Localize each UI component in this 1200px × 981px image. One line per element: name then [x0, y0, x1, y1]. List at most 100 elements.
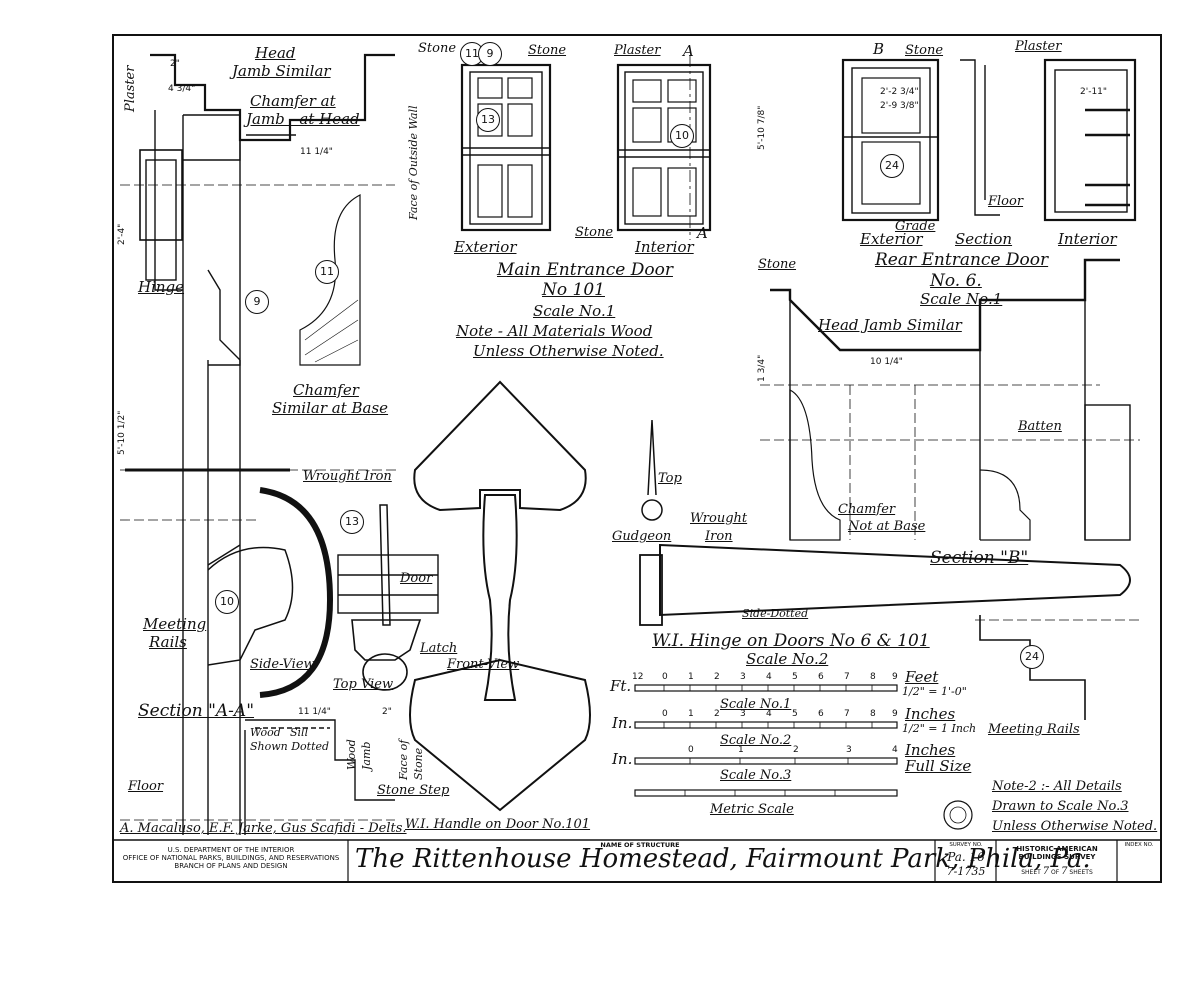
- wood-sill-label: Wood: [250, 726, 281, 739]
- scale-tick: 7: [844, 672, 850, 682]
- scale-1-label: Scale No.1: [720, 697, 792, 712]
- scale-metric-label: Metric Scale: [710, 802, 794, 817]
- section-b-batten: Batten: [1018, 419, 1062, 434]
- rear-door-stone: Stone: [905, 43, 944, 58]
- scale-tick: 0: [662, 672, 668, 682]
- section-b-chamfer-2: Not at Base: [848, 519, 926, 534]
- chamfer-base-label-2: Similar at Base: [272, 399, 389, 417]
- scale-tick: 8: [870, 672, 876, 682]
- scale-full-tick: 0: [688, 745, 694, 755]
- scale-tick: 2: [714, 672, 720, 682]
- title-block-agency: U.S. DEPARTMENT OF THE INTERIOR OFFICE O…: [116, 846, 346, 870]
- hinge-title: W.I. Hinge on Doors No 6 & 101: [652, 631, 930, 651]
- ref-circle-11b: 11: [315, 260, 339, 284]
- rear-door-grade: Grade: [895, 219, 936, 234]
- side-view-label: Side-View: [250, 657, 315, 672]
- scale-in-label: In.: [612, 714, 633, 732]
- rear-door-plaster: Plaster: [1015, 39, 1062, 54]
- scale-in-tick: 3: [740, 709, 746, 719]
- scale-full-size-label: Full Size: [905, 757, 972, 775]
- wood-sill-label-2: Sill: [290, 726, 309, 739]
- rear-door-scale: Scale No.1: [920, 290, 1003, 308]
- rear-door-interior: Interior: [1058, 230, 1117, 248]
- ref-circle-13b: 13: [340, 510, 364, 534]
- section-b-title: Section "B": [930, 548, 1029, 568]
- main-door-stone: Stone: [528, 43, 567, 58]
- section-mark-a2: A: [697, 224, 708, 242]
- main-door-title: Main Entrance Door: [497, 260, 673, 280]
- ref-circle-24: 24: [880, 154, 904, 178]
- main-door-interior: Interior: [635, 238, 694, 256]
- scale-tick: 5: [792, 672, 798, 682]
- agency-line-3: BRANCH OF PLANS AND DESIGN: [174, 862, 288, 871]
- section-b-head-jamb: Head Jamb Similar: [818, 316, 962, 334]
- dim-5-10-12: 5'-10 1/2": [117, 410, 127, 455]
- hinge-top-label: Top: [658, 471, 682, 486]
- scale-in-tick: 7: [844, 709, 850, 719]
- dim-4-34: 4 3/4": [168, 84, 196, 94]
- ref-circle-24b: 24: [1020, 645, 1044, 669]
- dim-11-14b: 11 1/4": [298, 707, 331, 717]
- hinge-iron-label: Iron: [705, 529, 733, 544]
- of-label: OF: [1051, 869, 1060, 876]
- agency-line-2: OFFICE OF NATIONAL PARKS, BUILDINGS, AND…: [122, 854, 340, 863]
- hinge-label: Hinge: [138, 278, 185, 296]
- face-of-stone-label: Face of: [397, 739, 410, 780]
- hinge-wrought-label: Wrought: [690, 511, 748, 526]
- dim-5-10-78: 5'-10 7/8": [757, 105, 767, 150]
- sheet-count: SHEET 7 OF 7 SHEETS: [998, 866, 1116, 878]
- section-b-meeting-rails: Meeting Rails: [988, 722, 1080, 737]
- dim-2in: 2": [170, 59, 180, 69]
- note2-line2: Drawn to Scale No.3: [992, 799, 1129, 814]
- scale-tick: 9: [892, 672, 898, 682]
- scale-full-tick: 3: [846, 745, 852, 755]
- rear-door-exterior: Exterior: [860, 230, 923, 248]
- section-mark-b: B: [873, 40, 885, 58]
- habs-line-2: BUILDINGS SURVEY: [1018, 853, 1096, 862]
- survey-no-label: SURVEY NO.: [949, 842, 983, 848]
- scale-2-label: Scale No.2: [720, 733, 792, 748]
- scale-in-tick: 8: [870, 709, 876, 719]
- scale-in-full-label: In.: [612, 750, 633, 768]
- scale-tick: 4: [766, 672, 772, 682]
- meeting-rails-label-2: Rails: [149, 633, 187, 651]
- scale-feet-ratio: 1/2" = 1'-0": [902, 685, 967, 698]
- wi-handle-label: W.I. Handle on Door No.101: [405, 817, 591, 832]
- rear-door-title: Rear Entrance Door: [875, 250, 1049, 270]
- latch-label: Latch: [420, 641, 458, 656]
- scale-full-tick: 4: [892, 745, 898, 755]
- scale-inches2-label: Inches: [905, 741, 956, 759]
- chamfer-head-label: Chamfer at: [250, 92, 336, 110]
- scale-in-tick: 9: [892, 709, 898, 719]
- main-door-plaster: Plaster: [614, 43, 661, 58]
- ref-circle-9: 9: [478, 42, 502, 66]
- scale-inches1-label: Inches: [905, 705, 956, 723]
- section-aa-label: Section "A-A": [138, 701, 255, 721]
- rear-door-number: No. 6.: [930, 271, 982, 291]
- chamfer-head-label-2: Jamb - at Head: [246, 110, 360, 128]
- chamfer-base-label: Chamfer: [293, 381, 359, 399]
- sheets-label: SHEETS: [1069, 869, 1093, 876]
- main-door-exterior: Exterior: [454, 238, 517, 256]
- scale-feet-label: Feet: [905, 668, 939, 686]
- habs-line-1: HISTORIC AMERICAN: [1016, 845, 1098, 853]
- section-mark-a: A: [683, 42, 694, 60]
- main-door-note-2: Unless Otherwise Noted.: [473, 342, 664, 360]
- sheets-total: 7: [1061, 866, 1068, 877]
- scale-in-tick: 2: [714, 709, 720, 719]
- scale-full-tick: 1: [738, 745, 744, 755]
- front-view-label: Front-View: [447, 657, 520, 672]
- plaster-left-label: Plaster: [123, 65, 138, 112]
- main-door-stone-bottom: Stone: [575, 225, 614, 240]
- note2-line1: Note-2 :- All Details: [992, 779, 1122, 794]
- dim-1-34: 1 3/4": [757, 354, 767, 382]
- delineators-label: A. Macaluso, E.F. Jarke, Gus Scafidi - D…: [120, 821, 407, 836]
- wood-jamb-label: Wood: [345, 739, 358, 770]
- face-of-outside-wall-label: Face of Outside Wall: [407, 105, 420, 220]
- hinge-side-dotted-label: Side-Dotted: [742, 607, 809, 620]
- dim-2-9: 2'-9 3/8": [880, 101, 919, 111]
- scale-inches1-ratio: 1/2" = 1 Inch: [902, 722, 977, 735]
- ref-circle-10: 10: [670, 124, 694, 148]
- survey-no: Pa. 16: [947, 850, 985, 864]
